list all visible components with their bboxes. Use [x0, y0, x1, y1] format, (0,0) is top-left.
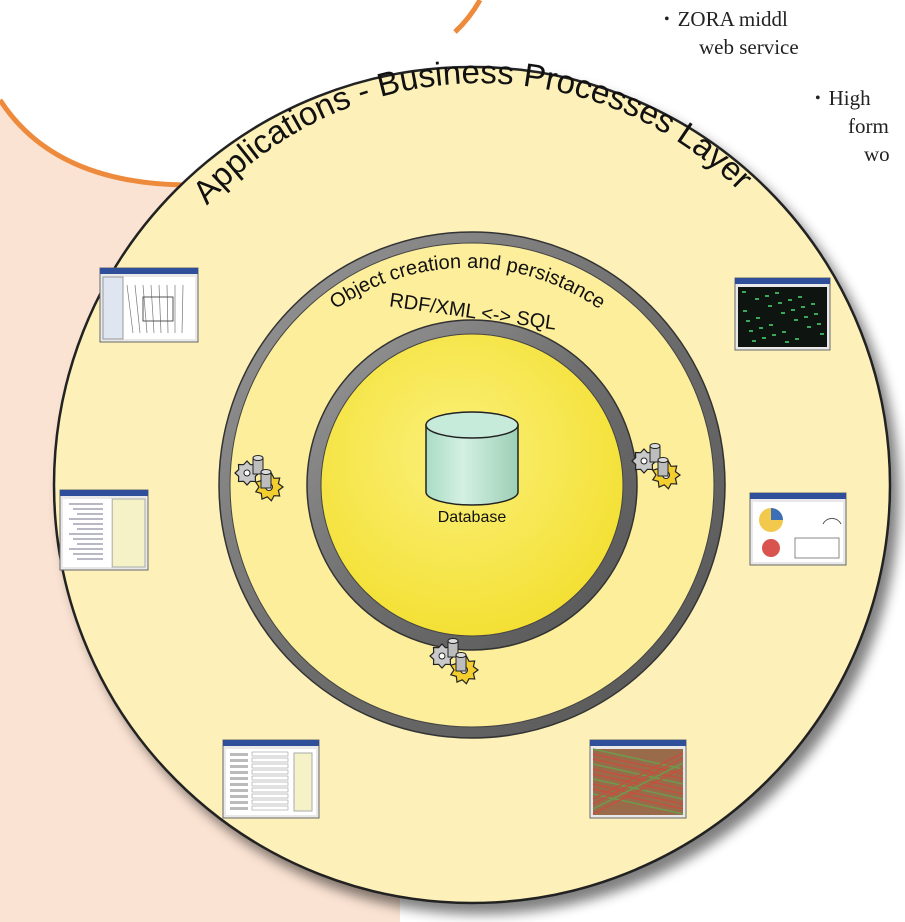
aerial-map-screenshot — [589, 739, 687, 819]
cad-drawing-screenshot — [99, 267, 199, 343]
bullet-2-line-3: wo — [864, 142, 890, 166]
database-icon — [425, 411, 519, 506]
bullet-1-line-1: ZORA middl — [677, 7, 788, 31]
bullet-dot: • — [664, 11, 670, 28]
application-screenshots — [59, 267, 847, 819]
bullet-1: • ZORA middl — [664, 6, 788, 33]
bullet-2-cont-2: wo — [864, 141, 890, 168]
orange-curve — [0, 98, 191, 188]
bullet-2: • High — [815, 85, 871, 112]
bullet-dot: • — [815, 90, 821, 107]
gears-icon — [631, 443, 682, 490]
bullet-1-line-2: web service — [699, 35, 799, 59]
bullet-2-line-1: High — [828, 86, 871, 110]
dark-map-screenshot — [734, 277, 831, 351]
tree-browser-screenshot — [59, 489, 149, 571]
bullet-1-cont: web service — [699, 34, 799, 61]
gears-icon — [429, 638, 480, 685]
gears-icon — [234, 455, 285, 502]
orange-curve-top — [453, 0, 483, 34]
bullet-2-cont: form — [848, 113, 889, 140]
form-editor-screenshot — [222, 739, 320, 819]
charts-report-screenshot — [749, 492, 847, 566]
database-label: Database — [438, 509, 507, 526]
bullet-2-line-2: form — [848, 114, 889, 138]
